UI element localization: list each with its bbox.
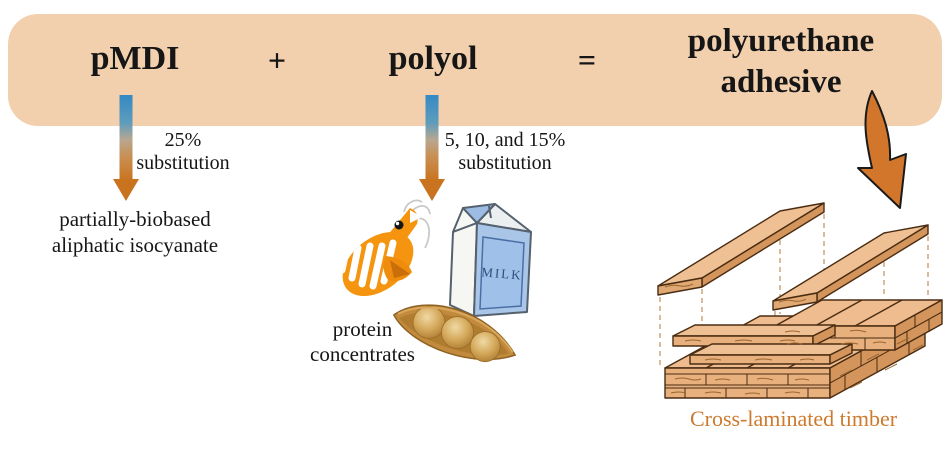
soybean-pod-icon: [392, 304, 517, 363]
pmdi-substitution-label: 25% substitution: [128, 129, 238, 175]
polyol-result-line2: concentrates: [310, 342, 415, 366]
pmdi-substitution-word: substitution: [136, 152, 230, 174]
pmdi-down-arrow-icon: [113, 95, 139, 201]
reaction-banner: [8, 14, 942, 126]
polyol-substitution-amount: 5, 10, and 15%: [444, 129, 566, 151]
pmdi-result-label: partially-biobased aliphatic isocyanate: [30, 206, 240, 258]
pmdi-result-line2: aliphatic isocyanate: [51, 233, 219, 257]
shrimp-icon: [338, 199, 431, 297]
milk-carton-label: MILK: [481, 264, 523, 283]
polyol-substitution-label: 5, 10, and 15% substitution: [440, 129, 570, 175]
milk-carton-icon: MILK: [449, 203, 532, 317]
timber-caption: Cross-laminated timber: [689, 406, 898, 431]
reactant-pmdi-label: pMDI: [90, 40, 180, 77]
plus-sign: +: [267, 42, 287, 78]
pmdi-result-line1: partially-biobased: [59, 207, 211, 231]
equals-sign: =: [577, 42, 597, 78]
polyol-down-arrow-icon: [419, 95, 445, 201]
polyol-result-line1: protein: [332, 317, 393, 341]
pmdi-substitution-amount: 25%: [164, 129, 202, 151]
polyol-result-label: protein concentrates: [290, 317, 435, 367]
polyol-substitution-word: substitution: [458, 152, 552, 174]
product-label-line1: polyurethane: [687, 23, 875, 59]
product-label-line2: adhesive: [720, 64, 842, 100]
product-curved-arrow-icon: [857, 90, 907, 209]
reactant-polyol-label: polyol: [388, 40, 478, 77]
cross-laminated-timber-icon: [657, 202, 943, 399]
product-label: polyurethane adhesive: [652, 21, 910, 103]
